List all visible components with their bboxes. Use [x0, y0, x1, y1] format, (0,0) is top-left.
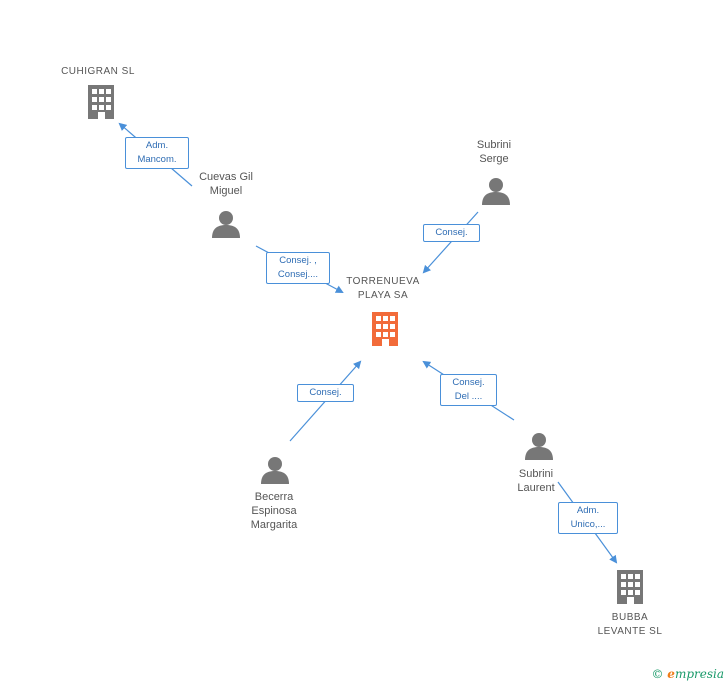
person-name-line: Cuevas Gil	[199, 171, 253, 183]
company-name-line: PLAYA SA	[357, 290, 409, 301]
edge-label-line: Adm.	[145, 140, 169, 151]
building-icon[interactable]	[617, 570, 643, 604]
edge-label-line: Consej.	[452, 377, 485, 388]
person-name-line: Subrini	[476, 139, 512, 151]
edge-label-line: Del ....	[454, 391, 483, 402]
edge-label-adm-unico[interactable]: Adm. Unico,...	[558, 502, 618, 534]
empresia-logo[interactable]: © empresia	[651, 667, 724, 681]
company-name-line: TORRENUEVA	[346, 276, 420, 287]
person-icon[interactable]	[212, 211, 240, 238]
person-name-line: Espinosa	[251, 505, 297, 517]
node-label-bubba[interactable]: BUBBA LEVANTE SL	[580, 611, 680, 639]
person-icon[interactable]	[525, 433, 553, 460]
edge-label-line: Consej....	[277, 269, 319, 280]
edge-label-line: Consej. ,	[279, 255, 317, 266]
node-label-laurent[interactable]: Subrini Laurent	[486, 467, 586, 495]
company-name: CUHIGRAN SL	[61, 66, 135, 77]
edge-label-consej-becerra[interactable]: Consej.	[297, 384, 354, 402]
person-name-line: Serge	[479, 153, 509, 165]
company-name-line: BUBBA	[611, 612, 649, 623]
node-label-cuhigran[interactable]: CUHIGRAN SL	[48, 65, 148, 79]
node-label-cuevas[interactable]: Cuevas Gil Miguel	[176, 170, 276, 198]
edge-label-line: Unico,...	[570, 519, 606, 530]
edge-label-line: Consej.	[435, 227, 468, 238]
person-name-line: Miguel	[209, 185, 243, 197]
edge-label-consej-del[interactable]: Consej. Del ....	[440, 374, 497, 406]
person-icon[interactable]	[482, 178, 510, 205]
edge-label-line: Mancom.	[137, 154, 177, 165]
brand-initial: e	[667, 667, 675, 681]
edge-label-line: Consej.	[309, 387, 342, 398]
person-icon[interactable]	[261, 457, 289, 484]
node-label-torrenueva[interactable]: TORRENUEVA PLAYA SA	[333, 275, 433, 303]
edge-label-adm-mancom[interactable]: Adm. Mancom.	[125, 137, 189, 169]
person-name-line: Subrini	[518, 468, 554, 480]
company-name-line: LEVANTE SL	[597, 626, 663, 637]
edge-label-line: Adm.	[576, 505, 600, 516]
edge-label-consej-consej[interactable]: Consej. , Consej....	[266, 252, 330, 284]
building-icon[interactable]	[372, 312, 398, 346]
node-label-serge[interactable]: Subrini Serge	[444, 138, 544, 166]
person-name-line: Laurent	[517, 482, 555, 494]
brand-name: mpresia	[674, 667, 724, 681]
edge-label-consej-serge[interactable]: Consej.	[423, 224, 480, 242]
edge-serge-torrenueva	[422, 211, 479, 274]
person-name-line: Becerra	[254, 491, 294, 503]
copyright-icon: ©	[651, 667, 664, 681]
building-icon[interactable]	[88, 85, 114, 119]
node-label-becerra[interactable]: Becerra Espinosa Margarita	[224, 490, 324, 532]
person-name-line: Margarita	[250, 519, 298, 531]
